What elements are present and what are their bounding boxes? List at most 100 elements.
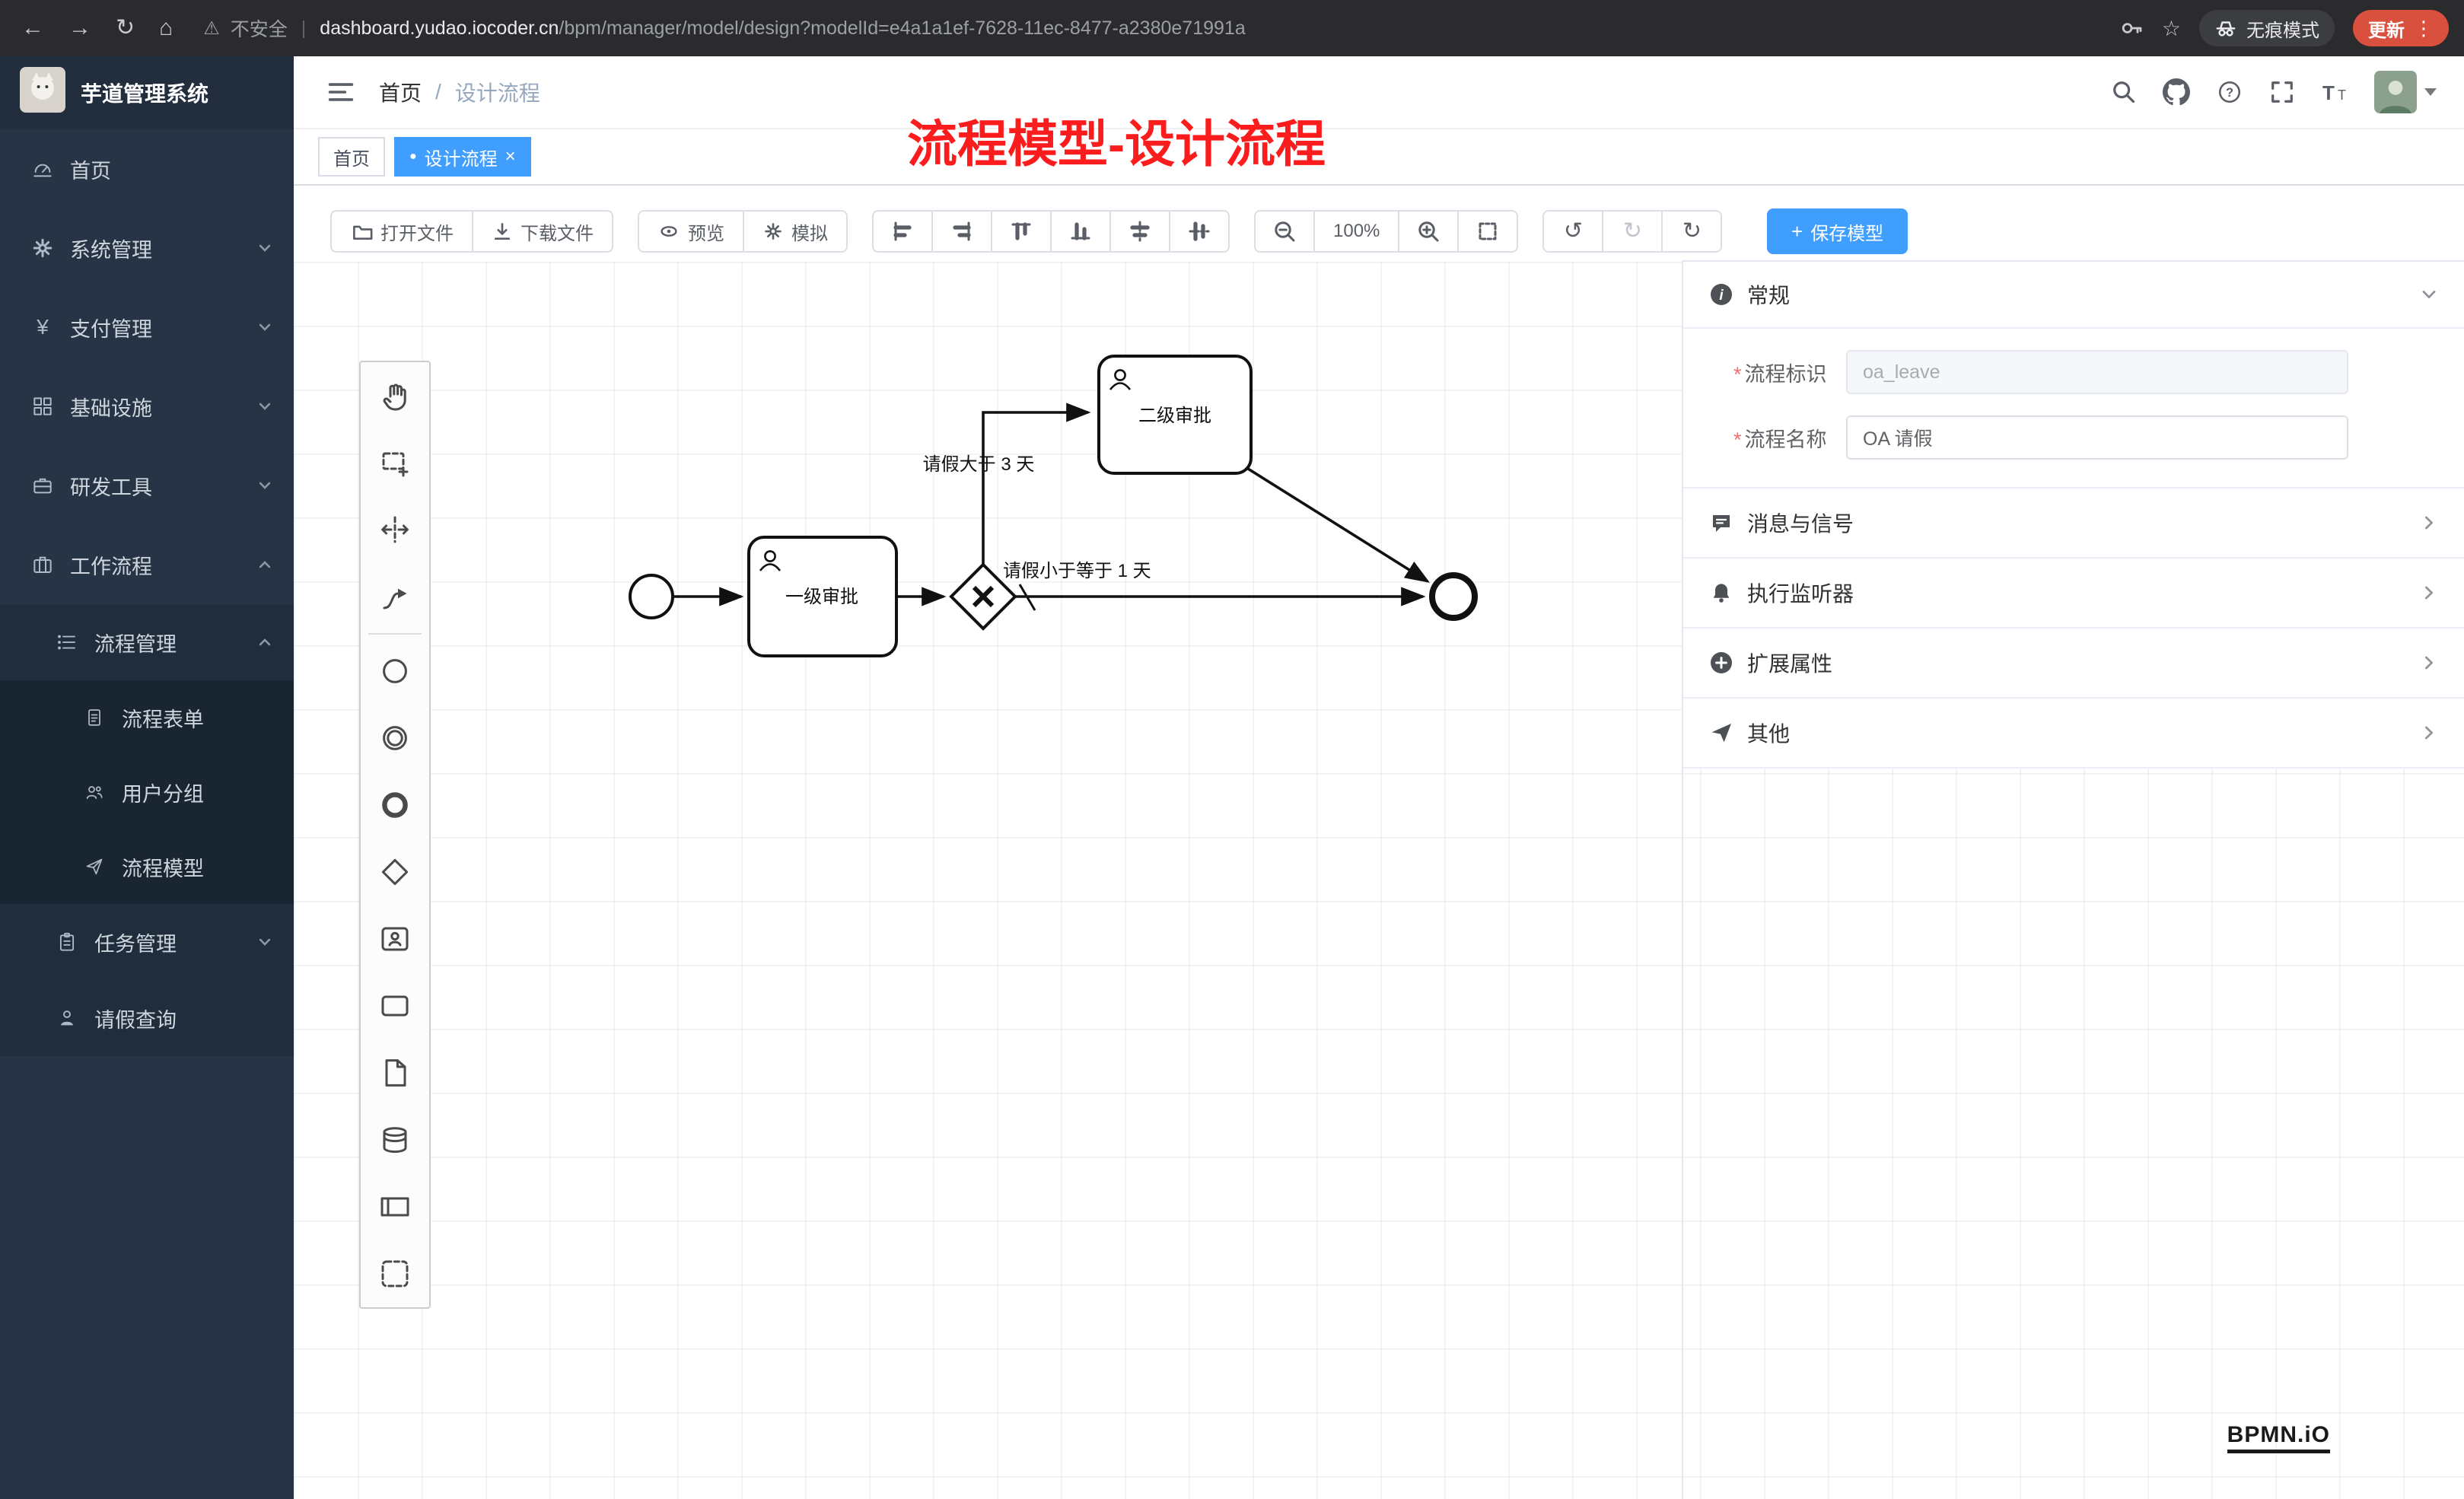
section-general[interactable]: i 常规 (1683, 262, 2464, 329)
open-file-button[interactable]: 打开文件 (330, 210, 473, 253)
tab-close-icon[interactable]: × (505, 146, 516, 167)
user-task-level1[interactable]: 一级审批 (747, 536, 898, 657)
simulate-button[interactable]: 模拟 (743, 210, 848, 253)
zoom-level[interactable]: 100% (1313, 210, 1400, 253)
create-intermediate-event[interactable] (361, 705, 429, 772)
message-icon (1709, 511, 1733, 535)
align-left-button[interactable] (872, 210, 933, 253)
space-tool[interactable] (361, 496, 429, 563)
bookmark-star-icon[interactable]: ☆ (2161, 16, 2181, 40)
tab-home[interactable]: 首页 (318, 137, 385, 177)
align-bottom-button[interactable] (1050, 210, 1111, 253)
document-icon (82, 707, 107, 728)
bell-icon (1709, 581, 1733, 605)
section-execution-listener[interactable]: 执行监听器 (1683, 557, 2464, 627)
sidebar-item-user-group[interactable]: 用户分组 (0, 755, 294, 829)
align-center-horizontal-button[interactable] (1109, 210, 1170, 253)
process-name-input[interactable] (1846, 415, 2348, 460)
breadcrumb-home[interactable]: 首页 (379, 81, 422, 105)
create-end-event[interactable] (361, 772, 429, 839)
create-user-task[interactable] (361, 905, 429, 972)
zoom-in-button[interactable] (1398, 210, 1460, 253)
help-icon[interactable]: ? (2216, 78, 2243, 106)
chevron-up-icon (257, 635, 272, 650)
sidebar-item-workflow[interactable]: 工作流程 (0, 525, 294, 604)
user-avatar[interactable] (2374, 71, 2437, 113)
download-file-button[interactable]: 下载文件 (472, 210, 613, 253)
sidebar-item-dev-tools[interactable]: 研发工具 (0, 446, 294, 525)
create-task[interactable] (361, 972, 429, 1039)
exclusive-gateway[interactable] (949, 562, 1017, 631)
chevron-right-icon (2420, 724, 2438, 742)
preview-button[interactable]: 预览 (638, 210, 744, 253)
create-datastore[interactable] (361, 1106, 429, 1173)
browser-menu-icon[interactable]: ⋮ (2414, 16, 2434, 40)
gateway-x-icon (972, 585, 995, 608)
align-right-button[interactable] (931, 210, 992, 253)
browser-reload-icon[interactable]: ↻ (116, 15, 135, 40)
briefcase-icon (30, 552, 55, 577)
section-other[interactable]: 其他 (1683, 697, 2464, 767)
browser-update-button[interactable]: 更新 ⋮ (2353, 10, 2449, 46)
security-warning-icon: ⚠ (203, 18, 220, 39)
sidebar-item-payment[interactable]: ¥ 支付管理 (0, 288, 294, 367)
create-group[interactable] (361, 1240, 429, 1307)
browser-home-icon[interactable]: ⌂ (159, 15, 173, 40)
lasso-tool[interactable] (361, 429, 429, 496)
bpmn-io-logo[interactable]: BPMN.iO (2227, 1422, 2330, 1453)
plus-icon: + (1791, 219, 1803, 243)
sidebar-item-process-form[interactable]: 流程表单 (0, 680, 294, 755)
fullscreen-icon[interactable] (2269, 79, 2295, 105)
properties-card: i 常规 *流程标识 *流程名称 (1683, 260, 2464, 769)
undo-button[interactable]: ↺ (1542, 210, 1604, 253)
bpmn-canvas[interactable]: 一级审批 二级审批 请假大于 3 天 请 (294, 186, 2464, 1499)
sidebar-item-process-management[interactable]: 流程管理 (0, 604, 294, 680)
users-icon (82, 781, 107, 803)
create-gateway[interactable] (361, 839, 429, 905)
page-url: dashboard.yudao.iocoder.cn/bpm/manager/m… (320, 17, 1246, 39)
sidebar-item-task-management[interactable]: 任务管理 (0, 904, 294, 980)
create-participant[interactable] (361, 1173, 429, 1240)
github-icon[interactable] (2163, 78, 2190, 106)
align-button-group (872, 210, 1230, 253)
browser-back-icon[interactable]: ← (21, 15, 44, 40)
sidebar-item-home[interactable]: 首页 (0, 129, 294, 208)
end-event[interactable] (1429, 572, 1478, 621)
global-connect-tool[interactable] (361, 563, 429, 630)
sidebar-item-leave-query[interactable]: 请假查询 (0, 980, 294, 1056)
redo-button[interactable]: ↻ (1602, 210, 1663, 253)
zoom-reset-button[interactable] (1457, 210, 1519, 253)
section-message-signal[interactable]: 消息与信号 (1683, 487, 2464, 557)
zoom-out-button[interactable] (1254, 210, 1315, 253)
restart-button[interactable]: ↻ (1661, 210, 1723, 253)
sidebar-item-infrastructure[interactable]: 基础设施 (0, 367, 294, 446)
hand-tool[interactable] (361, 362, 429, 429)
flow-task2-to-end[interactable] (1247, 467, 1431, 583)
browser-forward-icon[interactable]: → (68, 15, 91, 40)
sidebar: 芋道管理系统 首页 系统管理 ¥ 支付管理 基础设施 (0, 56, 294, 1499)
save-model-button[interactable]: + 保存模型 (1767, 208, 1908, 254)
tab-design-process[interactable]: ● 设计流程 × (394, 137, 531, 177)
flow-gateway-to-task2[interactable] (982, 403, 1091, 565)
app-title: 芋道管理系统 (81, 82, 209, 106)
breadcrumb-separator: / (435, 80, 441, 103)
sidebar-collapse-icon[interactable] (294, 80, 379, 104)
address-bar[interactable]: ⚠ 不安全 | dashboard.yudao.iocoder.cn/bpm/m… (194, 14, 2104, 42)
sidebar-item-process-model[interactable]: 流程模型 (0, 829, 294, 904)
align-center-vertical-button[interactable] (1169, 210, 1230, 253)
start-event[interactable] (629, 574, 674, 619)
history-button-group: ↺ ↻ ↻ (1542, 210, 1723, 253)
info-icon: i (1709, 282, 1733, 307)
file-button-group: 打开文件 下载文件 (330, 210, 613, 253)
sidebar-menu: 首页 系统管理 ¥ 支付管理 基础设施 研发工具 (0, 129, 294, 1056)
create-start-event[interactable] (361, 638, 429, 705)
section-extended-attributes[interactable]: 扩展属性 (1683, 627, 2464, 697)
align-top-button[interactable] (991, 210, 1052, 253)
search-icon[interactable] (2111, 79, 2137, 105)
password-key-icon[interactable] (2119, 16, 2144, 40)
user-task-level2[interactable]: 二级审批 (1097, 355, 1253, 475)
create-subprocess[interactable] (361, 1039, 429, 1106)
sidebar-item-system[interactable]: 系统管理 (0, 208, 294, 288)
app-logo[interactable]: 芋道管理系统 (0, 56, 294, 129)
